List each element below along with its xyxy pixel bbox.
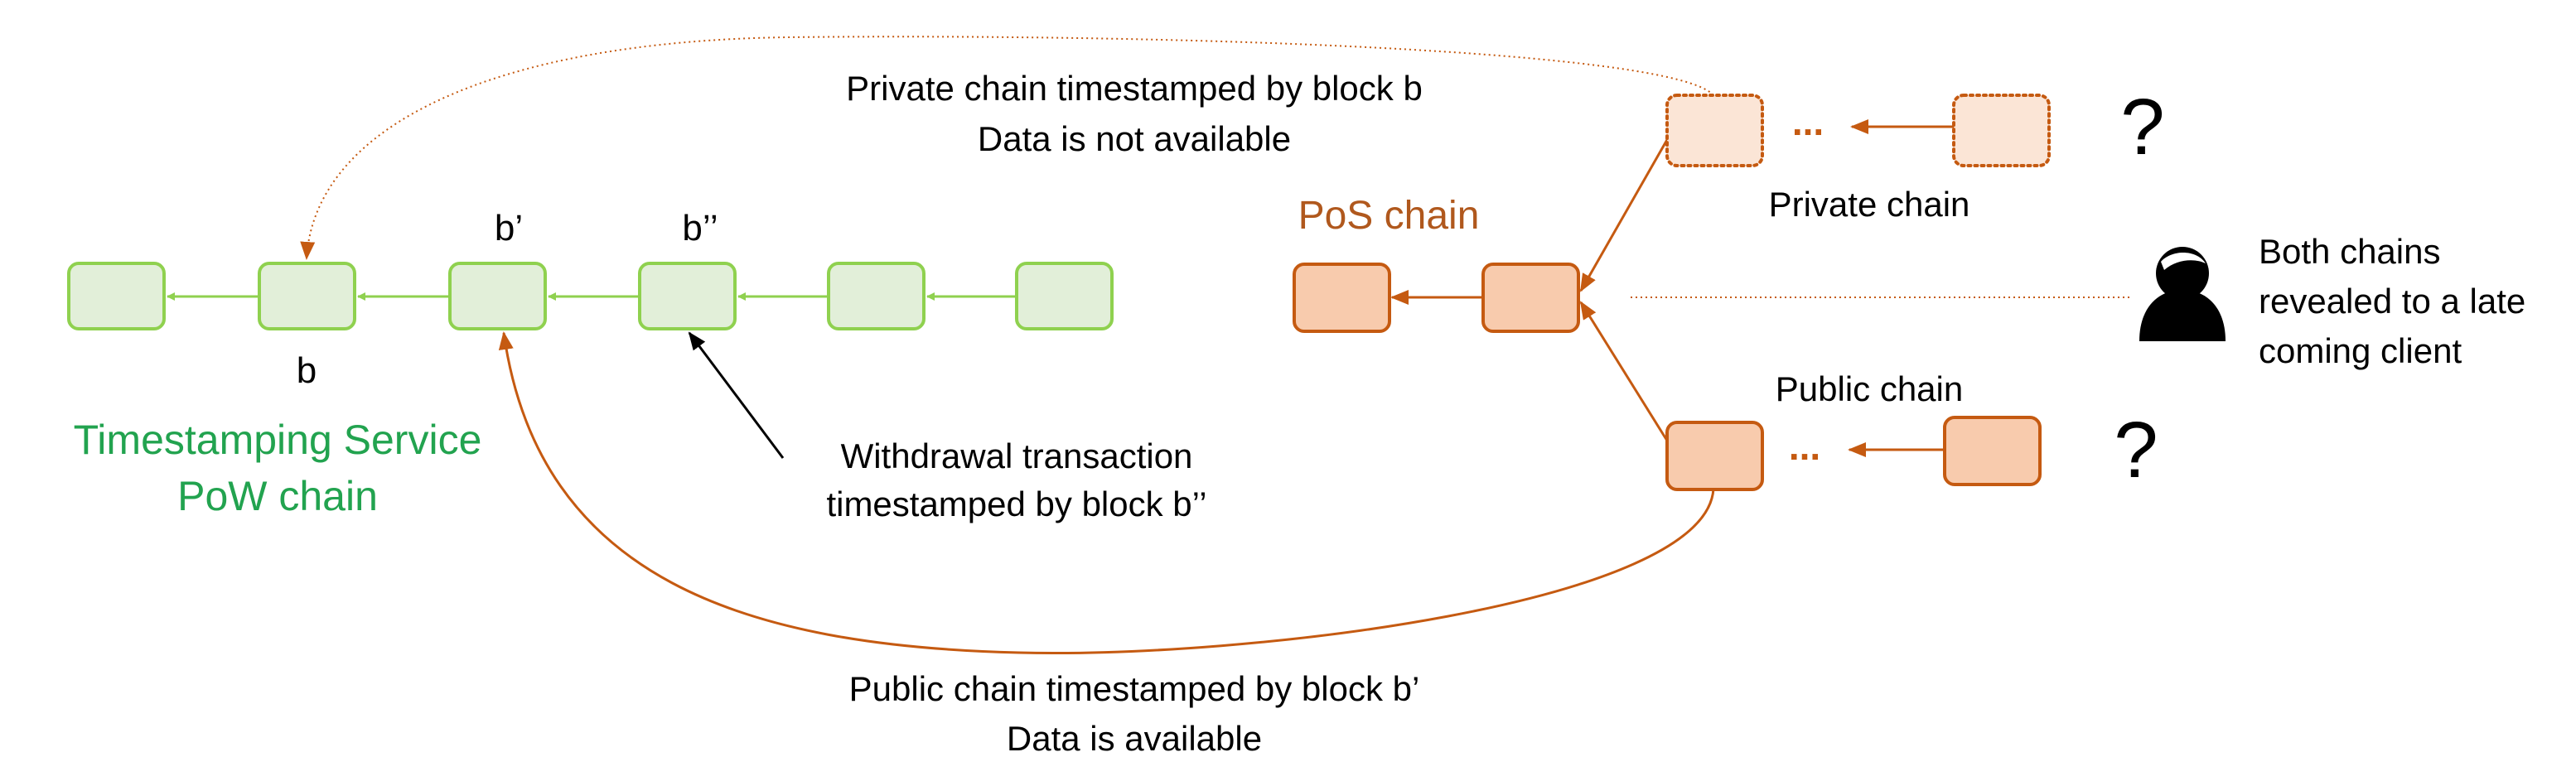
public-chain: ... Public chain ?: [1665, 369, 2158, 494]
private-timestamp-curve: [300, 36, 1714, 260]
pow-block-6: [1015, 262, 1114, 330]
private-timestamp-note-line1: Private chain timestamped by block b: [846, 69, 1423, 108]
private-ellipsis: ...: [1792, 100, 1824, 143]
withdrawal-text-line1: Withdrawal transaction: [841, 436, 1193, 475]
pow-chain: b b’ b’’ Timestamping Service PoW chain: [67, 208, 1114, 519]
public-block-1: [1665, 421, 1764, 491]
pow-chain-title-line2: PoW chain: [177, 473, 378, 519]
private-chain: ... Private chain ?: [1665, 83, 2165, 224]
private-block-1: [1665, 94, 1764, 167]
pos-block-2: [1481, 263, 1580, 333]
public-block-2: [1943, 416, 2042, 486]
public-timestamp-note-line2: Data is available: [1007, 719, 1262, 757]
pow-block-b: [258, 262, 356, 330]
pow-chain-title-line1: Timestamping Service: [74, 417, 482, 463]
client-text-line3: coming client: [2259, 331, 2462, 370]
withdrawal-text-line2: timestamped by block b’’: [826, 485, 1206, 523]
label-b-prime: b’: [495, 208, 523, 248]
pos-chain: PoS chain: [1293, 132, 1673, 448]
public-chain-label: Public chain: [1776, 369, 1963, 408]
client-text-line1: Both chains: [2259, 232, 2440, 271]
public-ellipsis: ...: [1789, 425, 1820, 468]
label-b-double-prime: b’’: [682, 208, 718, 248]
private-question-mark: ?: [2120, 83, 2164, 171]
fork-link-public: [1579, 301, 1673, 448]
private-chain-label: Private chain: [1769, 185, 1970, 224]
pow-block-b-prime: [448, 262, 547, 330]
private-block-2: [1952, 94, 2051, 167]
timestamp-curves: Private chain timestamped by block b Dat…: [300, 36, 1715, 757]
public-question-mark: ?: [2114, 406, 2158, 494]
pow-block-5: [827, 262, 926, 330]
pos-block-1: [1293, 263, 1391, 333]
pos-chain-title: PoS chain: [1298, 194, 1480, 238]
pow-block-1: [67, 262, 166, 330]
withdrawal-annotation: Withdrawal transaction timestamped by bl…: [688, 331, 1207, 523]
public-timestamp-curve: [498, 331, 1715, 654]
fork-link-private: [1579, 132, 1673, 292]
client-text-line2: revealed to a late: [2259, 282, 2525, 321]
public-timestamp-note-line1: Public chain timestamped by block b’: [849, 669, 1420, 708]
late-client: Both chains revealed to a late coming cl…: [1631, 232, 2525, 370]
withdrawal-arrow: [688, 331, 785, 459]
pow-block-b-double-prime: [638, 262, 737, 330]
private-timestamp-note-line2: Data is not available: [978, 119, 1291, 158]
person-icon: [2139, 247, 2226, 341]
label-b: b: [297, 350, 317, 391]
